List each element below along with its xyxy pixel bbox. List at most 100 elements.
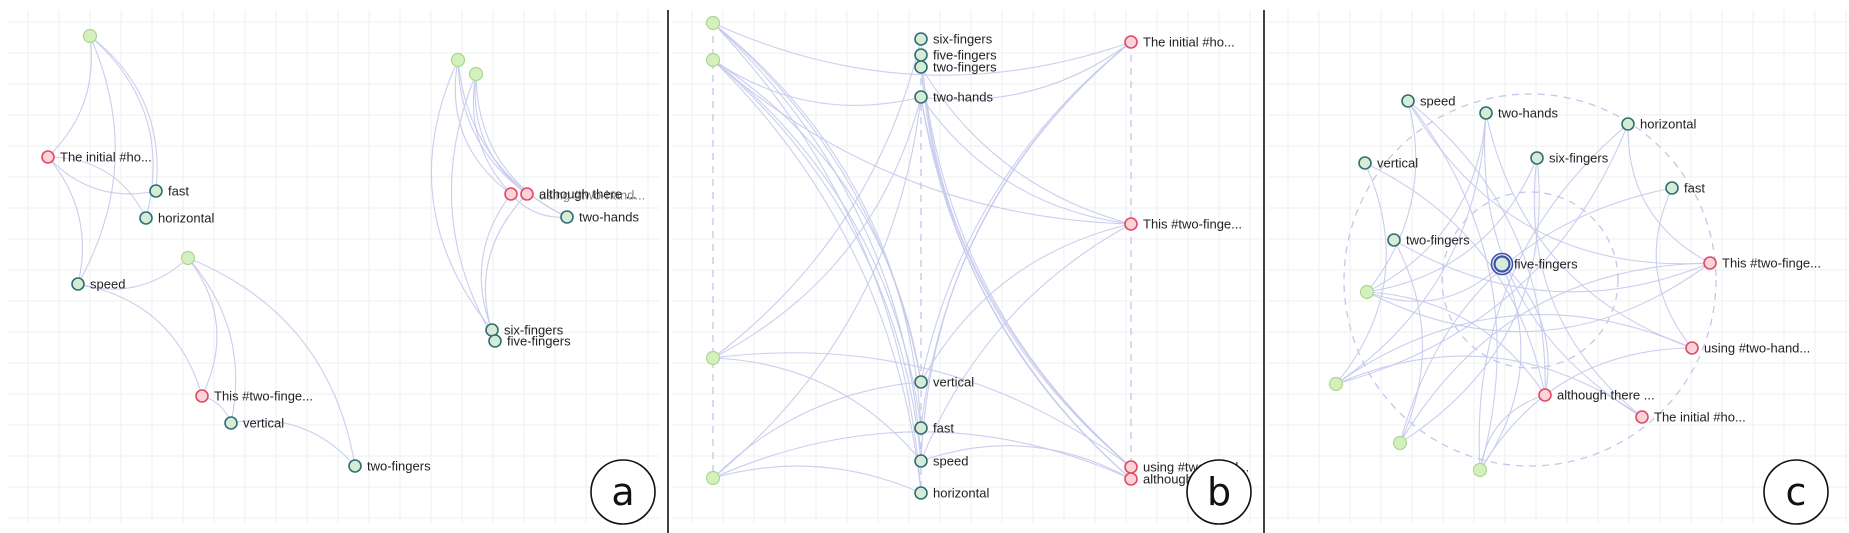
keyword-node-marker[interactable]: [914, 375, 928, 389]
graph-node-keyword[interactable]: six-fingers: [485, 323, 564, 338]
graph-node-event[interactable]: [180, 250, 196, 266]
graph-node-event[interactable]: [705, 470, 721, 486]
keyword-node-marker[interactable]: [485, 323, 499, 337]
event-node-marker[interactable]: [705, 52, 721, 68]
keyword-node-marker[interactable]: [71, 277, 85, 291]
graph-node-tweet[interactable]: using #two-hand...: [1685, 341, 1810, 356]
keyword-node-marker[interactable]: [1665, 181, 1679, 195]
graph-node-tweet[interactable]: This #two-finge...: [1703, 256, 1821, 271]
graph-node-event[interactable]: [450, 52, 466, 68]
graph-node-keyword[interactable]: horizontal: [914, 486, 989, 501]
graph-node-keyword[interactable]: vertical: [1358, 156, 1418, 171]
graph-node-tweet[interactable]: This #two-finge...: [1124, 217, 1242, 232]
graph-node-event[interactable]: [1472, 462, 1488, 478]
keyword-node-marker[interactable]: [1387, 233, 1401, 247]
graph-node-event[interactable]: [82, 28, 98, 44]
event-node-marker[interactable]: [1359, 284, 1375, 300]
keyword-node-marker[interactable]: [348, 459, 362, 473]
keyword-node-marker[interactable]: [560, 210, 574, 224]
tweet-node-marker[interactable]: [1685, 341, 1699, 355]
tweet-node-marker[interactable]: [1124, 35, 1138, 49]
panel-c-grid: [1268, 10, 1849, 523]
graph-node-keyword[interactable]: five-fingers: [914, 48, 997, 63]
graph-node-event[interactable]: [705, 15, 721, 31]
graph-node-keyword[interactable]: two-fingers: [914, 60, 997, 75]
event-node-marker[interactable]: [82, 28, 98, 44]
keyword-node-marker[interactable]: [914, 421, 928, 435]
keyword-node-marker[interactable]: [914, 48, 928, 62]
graph-node-tweet[interactable]: The initial #ho...: [1635, 410, 1746, 425]
graph-node-keyword[interactable]: vertical: [914, 375, 974, 390]
graph-node-keyword[interactable]: fast: [149, 184, 189, 199]
keyword-node-marker[interactable]: [914, 454, 928, 468]
graph-node-event[interactable]: [705, 52, 721, 68]
graph-node-keyword[interactable]: six-fingers: [1530, 151, 1609, 166]
graph-edge: [1366, 112, 1487, 293]
graph-node-tweet[interactable]: although there ...using #two-hand...: [520, 187, 645, 203]
keyword-node-marker[interactable]: [914, 60, 928, 74]
keyword-node-marker[interactable]: [1621, 117, 1635, 131]
keyword-node-marker[interactable]: [1358, 156, 1372, 170]
keyword-node-marker[interactable]: [914, 486, 928, 500]
tweet-node-marker[interactable]: [1124, 217, 1138, 231]
event-node-marker[interactable]: [468, 66, 484, 82]
keyword-node-marker[interactable]: [224, 416, 238, 430]
keyword-node-marker[interactable]: [914, 32, 928, 46]
keyword-node-marker[interactable]: [914, 90, 928, 104]
graph-node-selected[interactable]: five-fingers: [1490, 252, 1579, 276]
tweet-node-marker[interactable]: [41, 150, 55, 164]
graph-node-event[interactable]: [1392, 435, 1408, 451]
event-node-marker[interactable]: [705, 470, 721, 486]
event-node-marker[interactable]: [705, 350, 721, 366]
graph-edge: [1393, 239, 1424, 444]
tweet-node-marker[interactable]: [1538, 388, 1552, 402]
keyword-node-marker[interactable]: [149, 184, 163, 198]
graph-node-tweet[interactable]: although there ...: [1538, 388, 1655, 403]
graph-node-tweet[interactable]: [504, 187, 518, 201]
selected-node-marker[interactable]: [1493, 255, 1511, 273]
graph-node-event[interactable]: [1359, 284, 1375, 300]
event-node-marker[interactable]: [705, 15, 721, 31]
keyword-node-marker[interactable]: [139, 211, 153, 225]
graph-edge: [1393, 239, 1711, 293]
graph-node-event[interactable]: [705, 350, 721, 366]
graph-node-keyword[interactable]: six-fingers: [914, 32, 993, 47]
graph-node-keyword[interactable]: two-fingers: [1387, 233, 1470, 248]
keyword-node-marker[interactable]: [1479, 106, 1493, 120]
graph-node-keyword[interactable]: horizontal: [139, 211, 214, 226]
event-node-marker[interactable]: [450, 52, 466, 68]
tweet-node-marker[interactable]: [195, 389, 209, 403]
graph-node-keyword[interactable]: speed: [914, 454, 968, 469]
graph-node-event[interactable]: [1328, 376, 1344, 392]
graph-node-keyword[interactable]: five-fingers: [488, 334, 571, 349]
graph-node-keyword[interactable]: vertical: [224, 416, 284, 431]
graph-node-keyword[interactable]: two-hands: [1479, 106, 1558, 121]
tweet-node-marker[interactable]: [1703, 256, 1717, 270]
tweet-node-marker[interactable]: [1124, 460, 1138, 474]
graph-node-keyword[interactable]: speed: [71, 277, 125, 292]
graph-node-keyword[interactable]: two-hands: [914, 90, 993, 105]
event-node-marker[interactable]: [1472, 462, 1488, 478]
graph-node-keyword[interactable]: fast: [914, 421, 954, 436]
graph-node-keyword[interactable]: horizontal: [1621, 117, 1696, 132]
event-node-marker[interactable]: [180, 250, 196, 266]
tweet-node-marker[interactable]: [520, 187, 534, 201]
event-node-marker[interactable]: [1392, 435, 1408, 451]
graph-node-event[interactable]: [468, 66, 484, 82]
keyword-node-marker[interactable]: [1401, 94, 1415, 108]
graph-edge: [89, 35, 154, 219]
graph-node-keyword[interactable]: two-fingers: [348, 459, 431, 474]
graph-node-keyword[interactable]: fast: [1665, 181, 1705, 196]
graph-node-tweet[interactable]: This #two-finge...: [195, 389, 313, 404]
tweet-node-marker[interactable]: [1635, 410, 1649, 424]
tweet-node-marker[interactable]: [504, 187, 518, 201]
graph-node-keyword[interactable]: two-hands: [560, 210, 639, 225]
graph-node-tweet[interactable]: The initial #ho...: [1124, 35, 1235, 50]
graph-node-keyword[interactable]: speed: [1401, 94, 1455, 109]
tweet-node-marker[interactable]: [1124, 472, 1138, 486]
graph-edge: [187, 257, 356, 467]
keyword-node-marker[interactable]: [1530, 151, 1544, 165]
keyword-node-marker[interactable]: [488, 334, 502, 348]
event-node-marker[interactable]: [1328, 376, 1344, 392]
graph-node-tweet[interactable]: The initial #ho...: [41, 150, 152, 165]
